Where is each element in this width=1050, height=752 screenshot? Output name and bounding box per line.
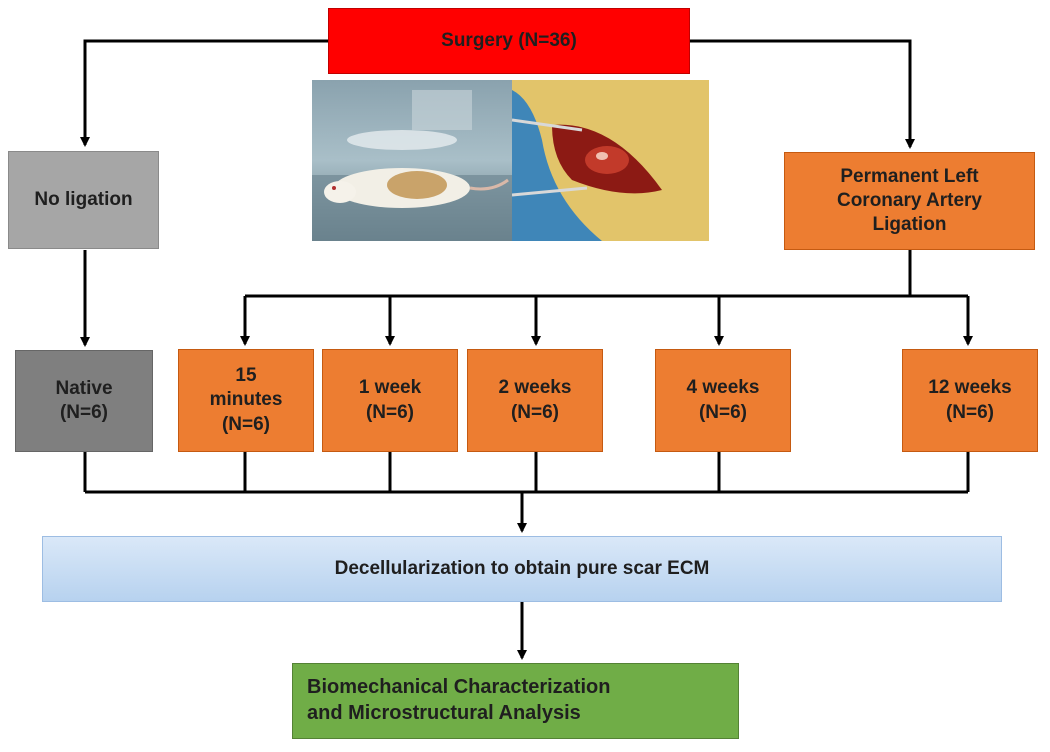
surgery-box: Surgery (N=36) <box>328 8 690 74</box>
group-4-weeks-box: 4 weeks (N=6) <box>655 349 791 452</box>
decellularization-box: Decellularization to obtain pure scar EC… <box>42 536 1002 602</box>
surgery-label: Surgery (N=36) <box>441 29 577 51</box>
group-1-week-label: 1 week (N=6) <box>358 377 422 423</box>
arrow-surgery-to-no-ligation <box>80 39 328 147</box>
surgical-incision-photo <box>512 80 709 241</box>
group-2-weeks-label: 2 weeks (N=6) <box>498 377 572 423</box>
ligation-box: Permanent Left Coronary Artery Ligation <box>784 152 1035 250</box>
native-label: Native (N=6) <box>55 377 113 423</box>
decellularization-label: Decellularization to obtain pure scar EC… <box>334 557 710 579</box>
group-12-weeks-label: 12 weeks (N=6) <box>928 377 1012 423</box>
analysis-label: Biomechanical Characterization and Micro… <box>307 676 611 724</box>
group-1-week-box: 1 week (N=6) <box>322 349 458 452</box>
no-ligation-label: No ligation <box>34 188 133 210</box>
group-15-minutes-label: 15 minutes (N=6) <box>209 365 283 435</box>
no-ligation-box: No ligation <box>8 151 159 249</box>
group-4-weeks-label: 4 weeks (N=6) <box>686 377 760 423</box>
group-2-weeks-box: 2 weeks (N=6) <box>467 349 603 452</box>
ligation-label: Permanent Left Coronary Artery Ligation <box>836 165 982 236</box>
group-12-weeks-box: 12 weeks (N=6) <box>902 349 1038 452</box>
rat-under-anesthesia-photo <box>312 80 512 241</box>
arrow-surgery-to-ligation <box>690 39 915 149</box>
native-box: Native (N=6) <box>15 350 153 452</box>
group-15-minutes-box: 15 minutes (N=6) <box>178 349 314 452</box>
analysis-box: Biomechanical Characterization and Micro… <box>292 663 739 739</box>
